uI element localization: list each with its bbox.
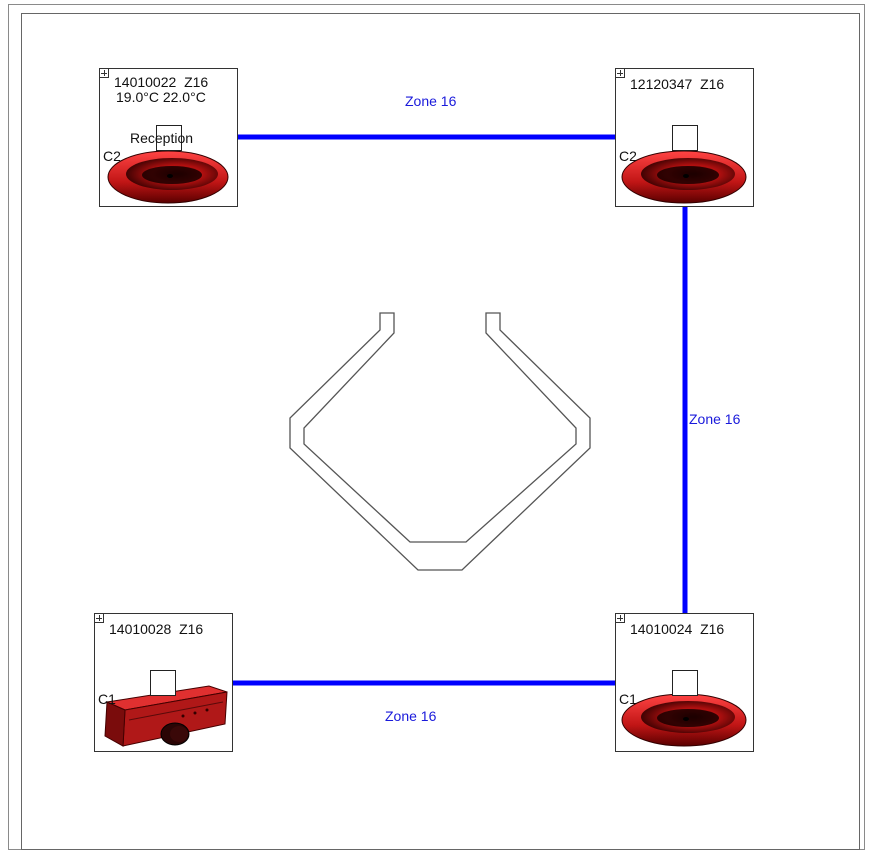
channel-label: C2 <box>103 148 121 164</box>
expand-icon[interactable] <box>94 613 104 623</box>
device-node-14010028[interactable]: 14010028 Z16 C1 <box>94 613 233 752</box>
node-zone: Z16 <box>179 621 204 637</box>
node-id: 12120347 Z16 <box>630 76 724 92</box>
zone-label-top: Zone 16 <box>405 93 457 109</box>
room-label: Reception <box>130 130 194 146</box>
node-id-number: 14010024 <box>630 621 693 637</box>
channel-label: C1 <box>98 691 116 707</box>
device-node-14010024[interactable]: 14010024 Z16 C1 <box>615 613 754 752</box>
zone-label-bottom: Zone 16 <box>385 708 437 724</box>
node-id: 14010028 Z16 <box>109 621 203 637</box>
node-id-number: 14010028 <box>109 621 172 637</box>
floorplan-canvas <box>21 13 860 850</box>
device-node-12120347[interactable]: 12120347 Z16 C2 <box>615 68 754 207</box>
node-id: 14010024 Z16 <box>630 621 724 637</box>
temperature-readout: 19.0°C 22.0°C <box>116 89 206 105</box>
expand-icon[interactable] <box>615 68 625 78</box>
beam-detector-icon <box>104 685 228 747</box>
node-id-number: 12120347 <box>630 76 693 92</box>
wall-outline <box>289 312 591 571</box>
node-id-number: 14010022 <box>114 74 177 90</box>
channel-label: C2 <box>619 148 637 164</box>
node-zone: Z16 <box>184 74 209 90</box>
device-marker[interactable] <box>150 670 176 696</box>
device-node-14010022[interactable]: 14010022 Z16 19.0°C 22.0°C Reception C2 <box>99 68 238 207</box>
expand-icon[interactable] <box>99 68 109 78</box>
device-marker[interactable] <box>672 670 698 696</box>
node-id: 14010022 Z16 <box>114 74 208 90</box>
bell-sounder-icon <box>621 150 747 204</box>
bell-sounder-icon <box>621 693 747 747</box>
bell-sounder-icon <box>107 150 229 204</box>
device-marker[interactable] <box>156 125 182 151</box>
device-marker[interactable] <box>672 125 698 151</box>
expand-icon[interactable] <box>615 613 625 623</box>
zone-label-right: Zone 16 <box>689 411 741 427</box>
node-zone: Z16 <box>700 621 725 637</box>
channel-label: C1 <box>619 691 637 707</box>
node-zone: Z16 <box>700 76 725 92</box>
